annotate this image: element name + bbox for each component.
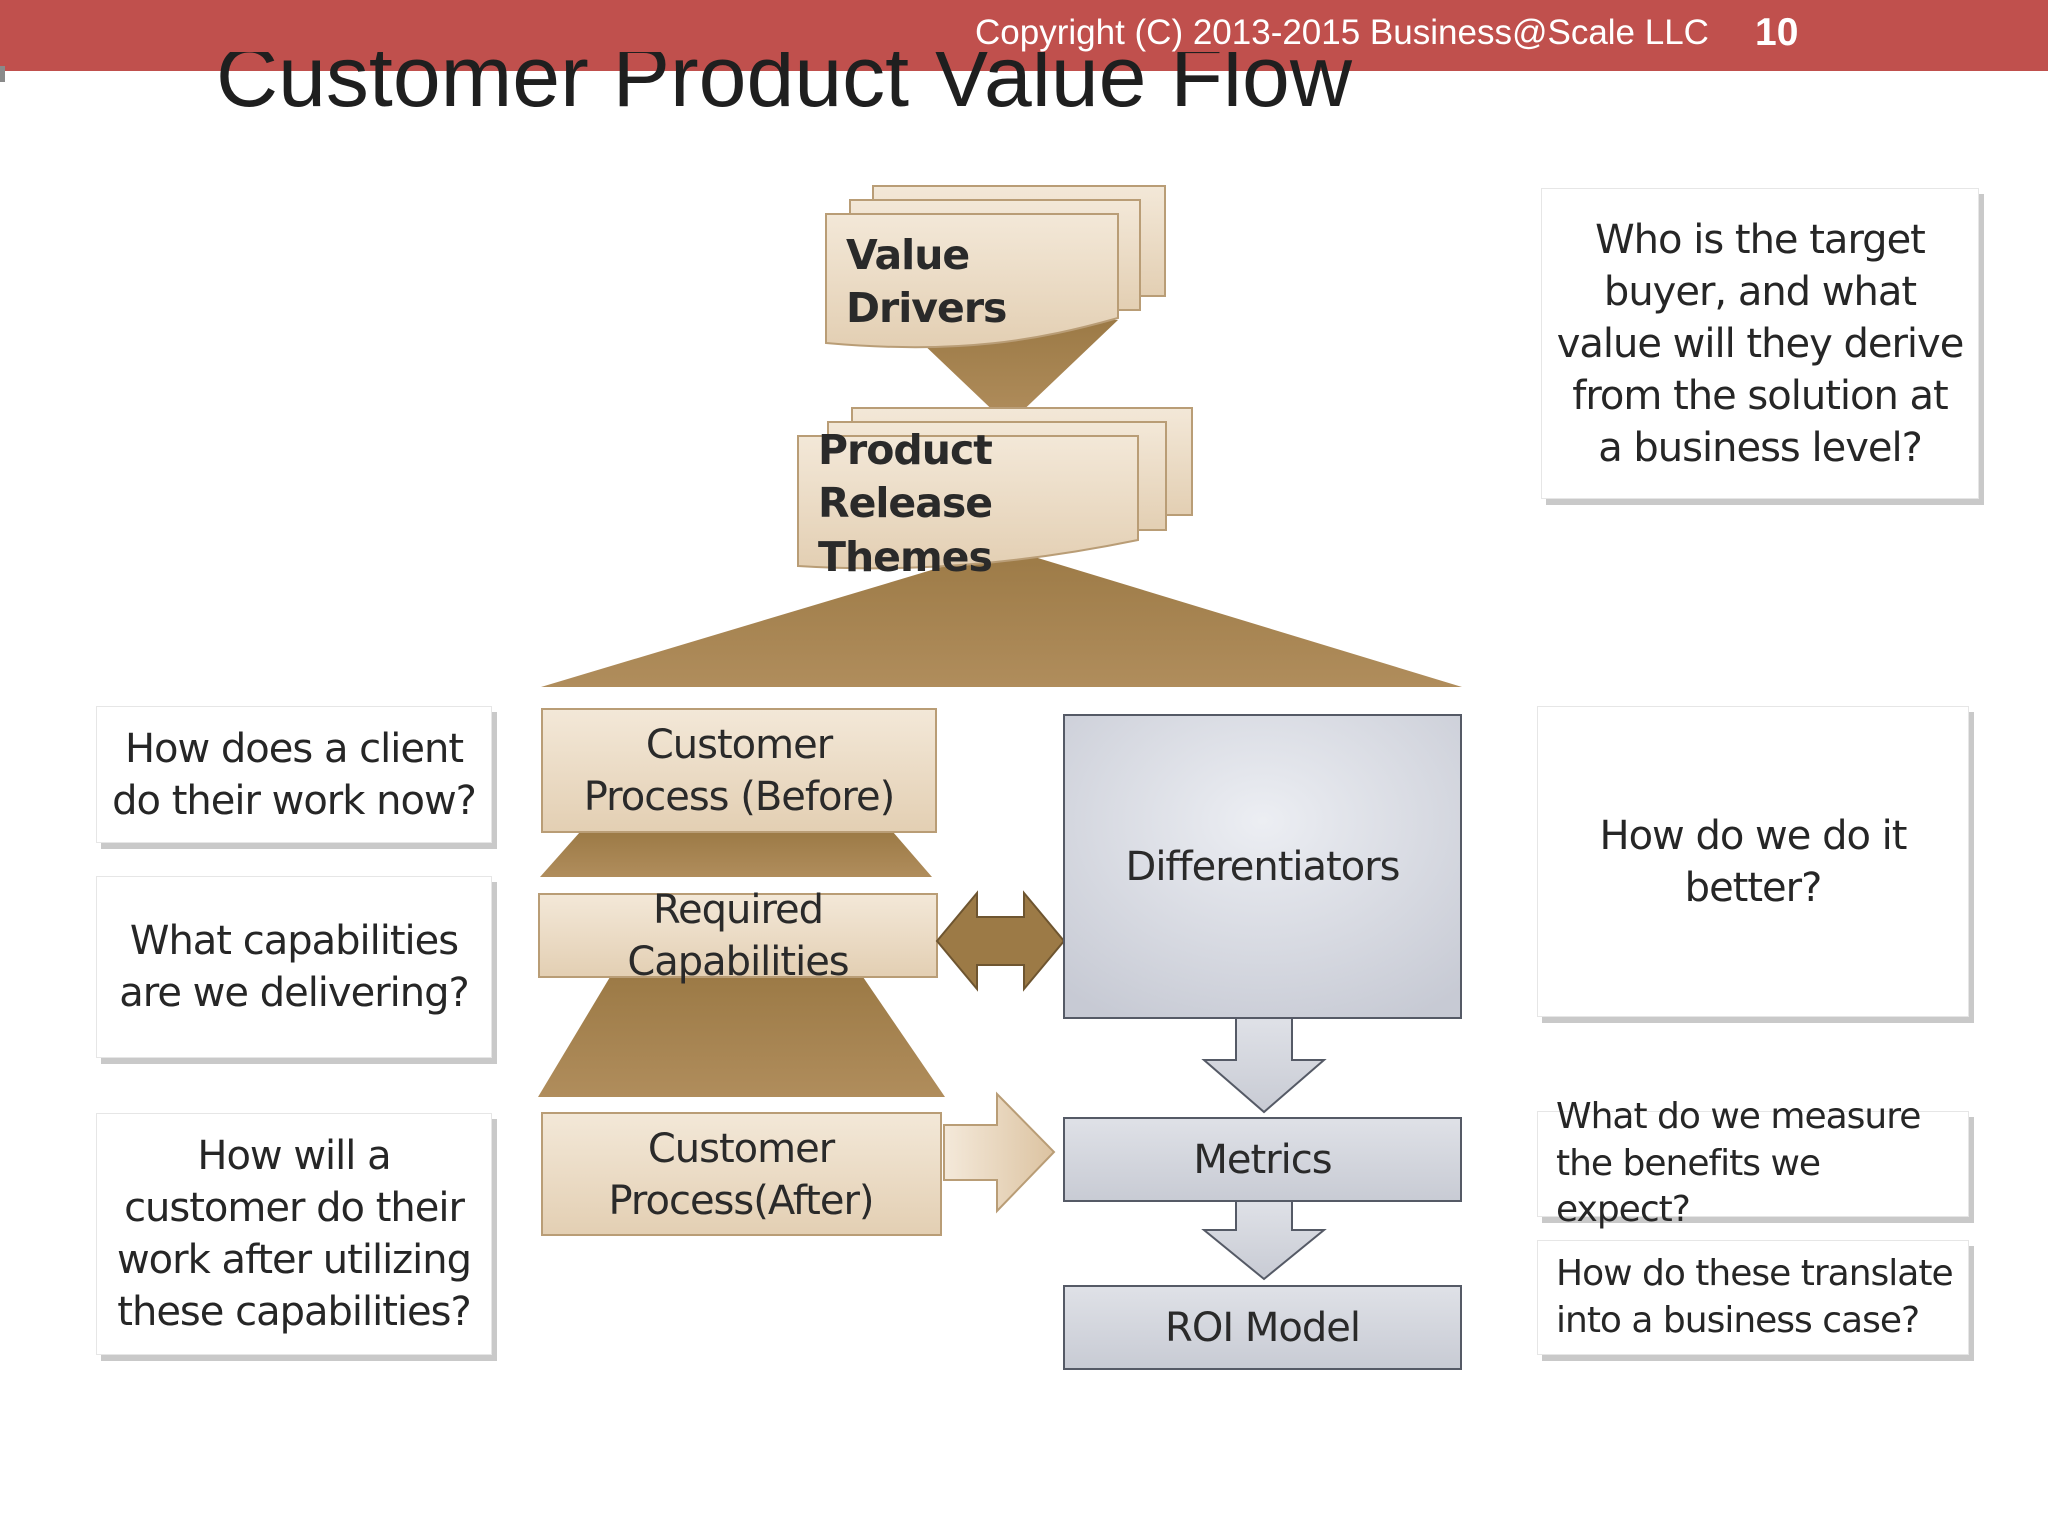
metrics-to-roi-arrow (1201, 1200, 1327, 1281)
customer-process-before-box (541, 708, 937, 833)
slide-edge-marker (0, 66, 5, 82)
question-work-after: How will a customer do their work after … (96, 1113, 492, 1355)
question-target-buyer: Who is the target buyer, and what value … (1541, 188, 1979, 499)
funnel-capabilities-to-after (538, 977, 945, 1097)
roi-model-label: ROI Model (1165, 1304, 1361, 1351)
customer-process-before-label: Customer Process (Before) (583, 722, 895, 820)
question-measure-benefits: What do we measure the benefits we expec… (1537, 1096, 1969, 1230)
required-capabilities-box (538, 893, 938, 978)
required-capabilities-label: Required Capabilities (627, 886, 849, 985)
slide-title-clip: Customer Product Value Flow (216, 52, 1416, 142)
product-release-themes-label: Product Release Themes (818, 426, 993, 581)
customer-process-after-box (541, 1112, 942, 1236)
slide-title: Customer Product Value Flow (216, 52, 1352, 125)
header-bar (0, 0, 2048, 71)
customer-process-after-label: Customer Process(After) (608, 1126, 875, 1224)
roi-model-box (1063, 1285, 1462, 1370)
differentiators-to-metrics-arrow (1201, 1017, 1327, 1114)
question-do-it-better: How do we do it better? (1537, 706, 1969, 1017)
value-drivers-stack (825, 185, 1166, 349)
product-release-themes-stack (797, 407, 1193, 570)
metrics-box (1063, 1117, 1462, 1202)
differentiators-label: Differentiators (1125, 843, 1401, 890)
differentiators-box (1063, 714, 1462, 1019)
copyright-text: Copyright (C) 2013-2015 Business@Scale L… (975, 13, 1709, 52)
funnel-process-to-capabilities (540, 832, 932, 877)
value-drivers-label: Value Drivers (846, 230, 1007, 332)
question-capabilities-delivering: What capabilities are we delivering? (96, 876, 492, 1058)
question-business-case: How do these translate into a business c… (1537, 1240, 1969, 1355)
metrics-label: Metrics (1193, 1136, 1332, 1183)
question-client-work-now: How does a client do their work now? (96, 706, 492, 843)
page-number: 10 (1755, 11, 1799, 54)
double-arrow (935, 890, 1066, 992)
after-to-metrics-arrow (943, 1091, 1056, 1214)
funnel-themes-to-process (541, 548, 1462, 687)
